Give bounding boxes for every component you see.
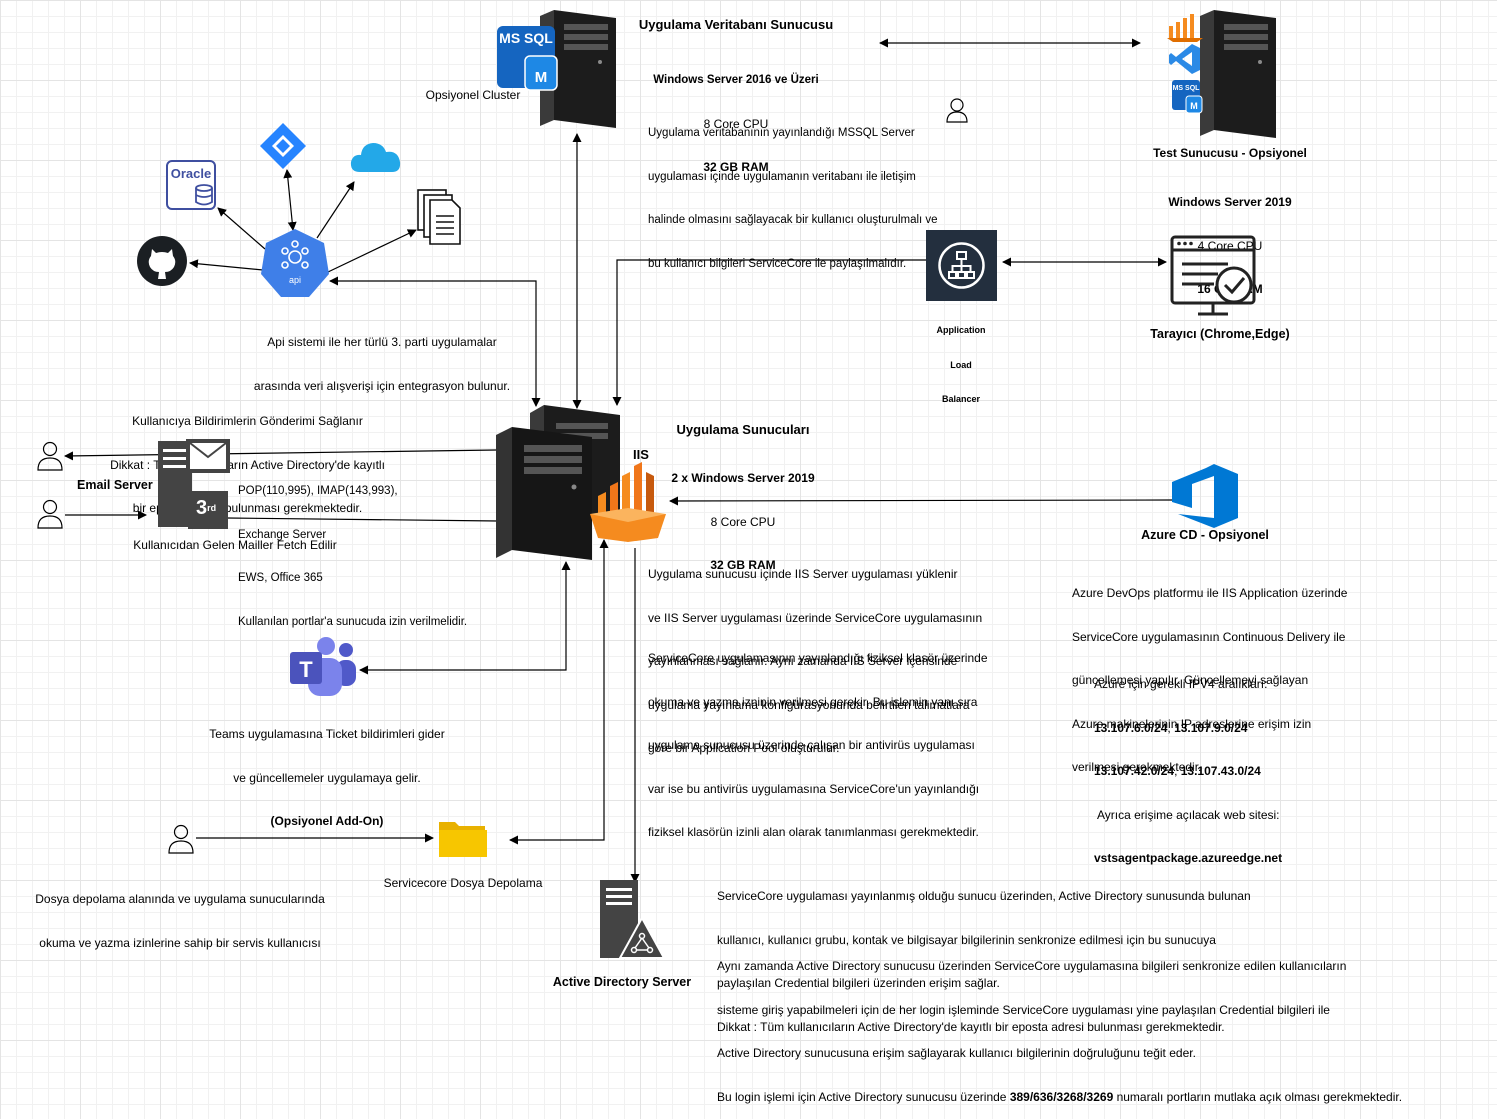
teams-description: Teams uygulamasına Ticket bildirimleri g… — [209, 727, 445, 828]
azure-app-connector — [669, 496, 1173, 506]
svg-text:M: M — [1190, 101, 1198, 111]
email-app-connector — [226, 517, 499, 522]
db-server-description: Uygulama veritabanının yayınlandığı MSSQ… — [648, 127, 938, 270]
azure-ip-ranges: Azure için gerekli IPV4 aralıkları: 13.1… — [1094, 677, 1283, 865]
azure-description: Azure DevOps platformu ile IIS Applicati… — [1072, 586, 1348, 774]
svg-text:MS SQL: MS SQL — [1173, 85, 1201, 92]
ad-paragraph-2: Aynı zamanda Active Directory sunucusu ü… — [717, 959, 1403, 1104]
user-icon — [37, 499, 63, 534]
iis-icon — [588, 462, 668, 547]
email-server-badge: 3rd — [196, 497, 217, 519]
app-servers-description-1: Uygulama sunucusu içinde IIS Server uygu… — [648, 567, 983, 755]
cluster-label: Opsiyonel Cluster — [425, 88, 521, 102]
ad-server-label: Active Directory Server — [552, 975, 692, 989]
test-server-icon — [1200, 10, 1276, 145]
storage-user-text: Dosya depolama alanında ve uygulama sunu… — [35, 892, 325, 950]
api-icon: api — [259, 227, 331, 304]
db-server-title: Uygulama Veritabanı Sunucusu — [638, 17, 834, 32]
app-servers-description-2: ServiceCore uygulamasının yayınlandığı f… — [648, 651, 988, 839]
mssql-icon: MS SQL M — [497, 26, 561, 97]
email-server-label: Email Server — [77, 478, 153, 492]
svg-text:MS SQL: MS SQL — [499, 30, 553, 46]
email-server-icon — [156, 437, 232, 536]
user-icon — [168, 824, 194, 859]
azure-title: Azure CD - Opsiyonel — [1141, 528, 1269, 542]
storage-label: Servicecore Dosya Depolama — [383, 876, 543, 890]
app-servers-title: Uygulama Sunucuları — [676, 422, 810, 437]
app-notify-connector — [64, 449, 497, 461]
iis-icon — [1167, 12, 1203, 47]
storage-app-connector — [509, 539, 609, 845]
documents-icon — [416, 188, 464, 251]
iis-label: IIS — [633, 447, 649, 462]
ad-server-icon — [598, 880, 666, 965]
connector-lines — [64, 38, 1173, 883]
load-balancer-icon — [926, 230, 997, 306]
jira-icon — [258, 121, 308, 176]
oracle-icon: Oracle — [166, 160, 218, 217]
user-icon — [37, 441, 63, 476]
cloud-icon — [350, 138, 402, 179]
browser-label: Tarayıcı (Chrome,Edge) — [1150, 327, 1290, 341]
user-icon — [945, 97, 969, 128]
email-fetch-label: Kullanıcıdan Gelen Mailler Fetch Edilir — [133, 538, 337, 552]
svg-text:Oracle: Oracle — [171, 166, 211, 181]
server-icon — [496, 405, 666, 570]
test-server-title: Test Sunucusu - Opsiyonel — [1153, 146, 1307, 160]
browser-icon — [1168, 234, 1260, 325]
svg-text:api: api — [289, 275, 301, 285]
svg-text:M: M — [535, 69, 548, 86]
api-app-connector — [329, 276, 541, 407]
mssql-icon: MS SQL M — [1172, 80, 1204, 119]
svg-text:T: T — [299, 657, 313, 682]
lb-app-connector — [612, 259, 928, 406]
email-protocols: POP(110,995), IMAP(143,993), Exchange Se… — [238, 485, 468, 628]
teams-icon: T — [288, 636, 358, 703]
azure-devops-icon — [1172, 464, 1240, 533]
app-servers-specs: 2 x Windows Server 2019 8 Core CPU 32 GB… — [671, 471, 815, 572]
load-balancer-label: Application Load Balancer — [936, 325, 986, 404]
github-icon — [136, 235, 188, 292]
visual-studio-icon — [1168, 42, 1202, 81]
api-description: Api sistemi ile her türlü 3. parti uygul… — [253, 335, 511, 393]
folder-icon — [439, 818, 487, 863]
db-server-specs: Windows Server 2016 ve Üzeri 8 Core CPU … — [653, 74, 819, 174]
